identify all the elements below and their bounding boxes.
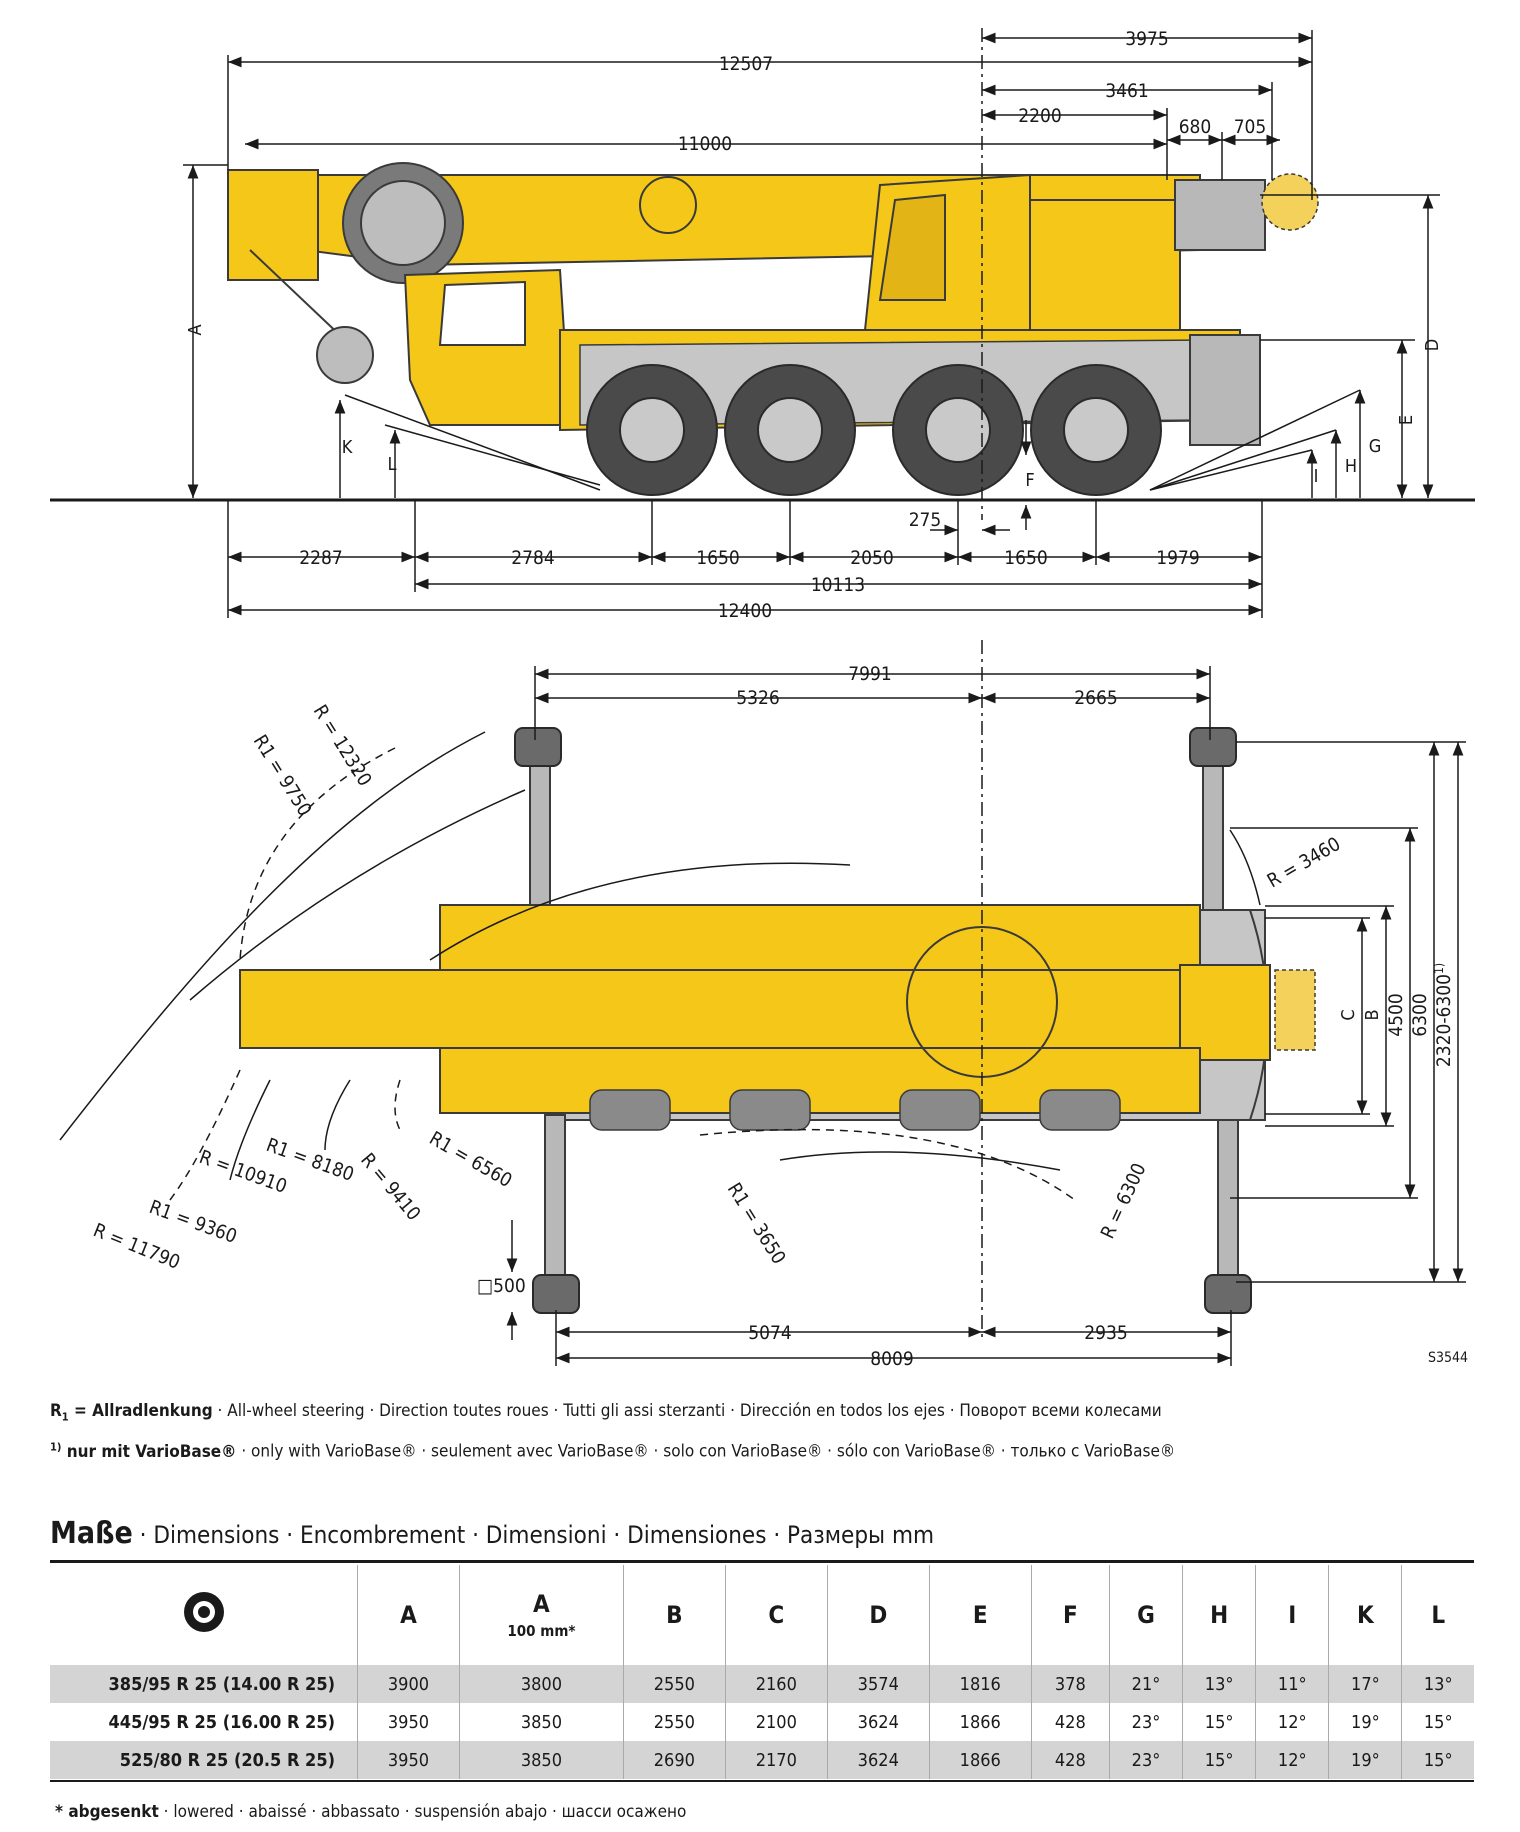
dim-705: 705 <box>1234 116 1267 138</box>
radius-r1-3650: R1 = 3650 <box>723 1179 790 1268</box>
top-view-drawing: 7991 5326 2665 5074 2935 8009 □500 C B 4… <box>59 640 1466 1370</box>
note-all-wheel-steering: R1 = Allradlenkung · All-wheel steering … <box>50 1401 1162 1424</box>
legend-notes: R1 = Allradlenkung · All-wheel steering … <box>50 1396 1175 1467</box>
footnote-lowered: * abgesenkt · lowered · abaissé · abbass… <box>55 1802 687 1822</box>
table-bottom-rule <box>50 1780 1474 1782</box>
dim-10113: 10113 <box>811 574 865 596</box>
side-bottom-dims <box>227 500 1263 618</box>
top-view-top-dims <box>534 666 1211 740</box>
letter-K: K <box>342 437 353 458</box>
col-H: H <box>1182 1565 1256 1665</box>
dim-2320-6300: 2320-63001) <box>1432 963 1455 1067</box>
side-view-drawing: 12507 3975 3461 2200 680 705 11000 A D E… <box>50 28 1475 622</box>
letter-G: G <box>1369 436 1382 457</box>
crane-top-body <box>239 904 1316 1131</box>
letter-A: A <box>185 324 206 335</box>
letter-I: I <box>1314 466 1319 487</box>
radius-r1-6560: R1 = 6560 <box>426 1127 516 1192</box>
col-D: D <box>826 1565 930 1665</box>
dim-4500: 4500 <box>1385 993 1407 1037</box>
radius-r1-9750: R1 = 9750 <box>249 731 316 820</box>
radius-r-9410: R = 9410 <box>356 1149 425 1225</box>
radius-r-12320: R = 12320 <box>309 701 376 790</box>
col-F: F <box>1030 1565 1110 1665</box>
tyre-icon-cell <box>50 1565 358 1665</box>
dim-2050: 2050 <box>850 547 894 569</box>
top-view-bottom-dims <box>506 1220 1232 1366</box>
col-E: E <box>928 1565 1032 1665</box>
col-G: G <box>1108 1565 1183 1665</box>
dim-2784: 2784 <box>511 547 555 569</box>
dim-12507: 12507 <box>719 53 773 75</box>
letter-L: L <box>387 454 396 475</box>
radius-r-6300: R = 6300 <box>1097 1160 1151 1242</box>
dim-2287: 2287 <box>299 547 343 569</box>
dim-6300: 6300 <box>1409 993 1431 1037</box>
radius-r-3460: R = 3460 <box>1264 833 1345 892</box>
letter-F: F <box>1025 470 1034 491</box>
col-B: B <box>622 1565 726 1665</box>
crane-side-body <box>227 162 1319 496</box>
letter-H: H <box>1345 456 1357 477</box>
title-rule <box>50 1560 1474 1563</box>
letter-D: D <box>1422 339 1443 351</box>
outriggers <box>514 727 1252 1314</box>
dim-3975: 3975 <box>1125 28 1169 50</box>
drawing-code: S3544 <box>1428 1350 1469 1366</box>
dim-275: 275 <box>909 509 942 531</box>
dim-1979: 1979 <box>1156 547 1200 569</box>
outrigger-pad-size: □500 <box>477 1275 526 1297</box>
radius-r-11790: R = 11790 <box>90 1219 183 1274</box>
letter-B: B <box>1362 1009 1383 1020</box>
dim-3461: 3461 <box>1105 80 1149 102</box>
dim-5326: 5326 <box>736 687 780 709</box>
dim-8009: 8009 <box>870 1348 914 1370</box>
dim-7991: 7991 <box>848 663 892 685</box>
col-L: L <box>1401 1565 1474 1665</box>
dim-1650-b: 1650 <box>1004 547 1048 569</box>
letter-E: E <box>1396 415 1417 425</box>
dim-12400: 12400 <box>718 600 772 622</box>
letter-C: C <box>1338 1009 1359 1020</box>
tyre-icon <box>183 1592 224 1632</box>
top-view-right-dims <box>1230 741 1466 1283</box>
col-A: A <box>357 1565 460 1665</box>
dim-2935: 2935 <box>1084 1322 1128 1344</box>
col-C: C <box>724 1565 828 1665</box>
dim-11000: 11000 <box>678 133 732 155</box>
radius-r1-9360: R1 = 9360 <box>146 1196 239 1248</box>
dim-5074: 5074 <box>748 1322 792 1344</box>
turning-radius-arcs <box>59 731 1261 1201</box>
dim-680: 680 <box>1179 116 1212 138</box>
side-top-dims <box>227 30 1313 200</box>
col-K: K <box>1328 1565 1402 1665</box>
section-title: Maße · Dimensions · Encombrement · Dimen… <box>50 1516 935 1551</box>
dim-2200: 2200 <box>1018 105 1062 127</box>
col-I: I <box>1255 1565 1329 1665</box>
dim-1650-a: 1650 <box>696 547 740 569</box>
dim-2665: 2665 <box>1074 687 1118 709</box>
note-variobase: 1) nur mit VarioBase® · only with VarioB… <box>50 1440 1176 1463</box>
